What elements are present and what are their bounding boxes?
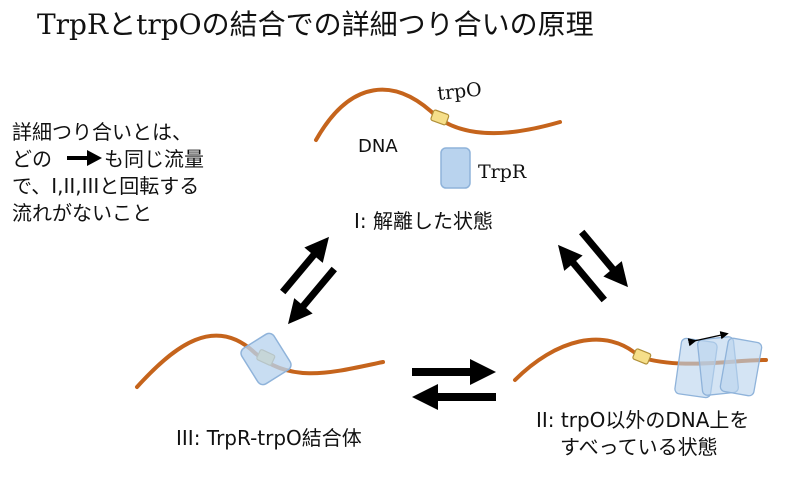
sliding-direction-icon bbox=[687, 331, 729, 347]
flow-arrow-icon bbox=[67, 150, 102, 166]
trpo-label: trpO bbox=[436, 78, 483, 105]
trpo-operator-i bbox=[430, 109, 450, 126]
dna-label: DNA bbox=[358, 136, 398, 157]
state-iii-group: III: TrpR-trpO結合体 bbox=[135, 332, 385, 450]
arrow-i-to-iii bbox=[288, 266, 337, 325]
trpr-label: TrpR bbox=[478, 161, 527, 183]
explanation-line-4: 流れがないこと bbox=[12, 201, 152, 225]
trpr-protein-sliding-3 bbox=[719, 337, 763, 397]
arrow-iii-to-i bbox=[280, 236, 329, 295]
state-iii-label: III: TrpR-trpO結合体 bbox=[176, 426, 362, 450]
explanation-text: 詳細つり合いとは、 どの も同じ流量 で、I,II,IIIと回転する 流れがない… bbox=[12, 120, 204, 225]
arrow-ii-to-iii bbox=[412, 384, 496, 410]
page-title: TrpRとtrpOの結合での詳細つり合いの原理 bbox=[37, 8, 594, 41]
state-ii-group: II: trpO以外のDNA上を すべっている状態 bbox=[513, 331, 768, 459]
state-ii-label-line1: II: trpO以外のDNA上を bbox=[536, 408, 749, 432]
equilibrium-arrows-i-iii bbox=[280, 236, 337, 325]
arrow-iii-to-ii bbox=[412, 359, 496, 385]
trpr-protein-i bbox=[440, 147, 471, 189]
trpo-operator-ii bbox=[632, 348, 652, 365]
equilibrium-arrows-i-ii bbox=[558, 229, 628, 303]
explanation-line-3: で、I,II,IIIと回転する bbox=[12, 174, 199, 198]
explanation-line-1: 詳細つり合いとは、 bbox=[12, 120, 192, 144]
state-ii-label-line2: すべっている状態 bbox=[560, 435, 718, 459]
explanation-line-2-end: も同じ流量 bbox=[104, 147, 204, 171]
arrow-i-to-ii bbox=[579, 229, 628, 288]
trpr-protein-bound bbox=[240, 332, 292, 386]
equilibrium-arrows-iii-ii bbox=[412, 359, 496, 410]
state-i-label: I: 解離した状態 bbox=[354, 209, 493, 233]
sliding-trpr-proteins bbox=[674, 336, 763, 399]
state-i-group: trpO DNA TrpR I: 解離した状態 bbox=[314, 78, 562, 233]
arrow-ii-to-i bbox=[558, 244, 607, 303]
explanation-line-2-start: どの bbox=[12, 147, 52, 171]
